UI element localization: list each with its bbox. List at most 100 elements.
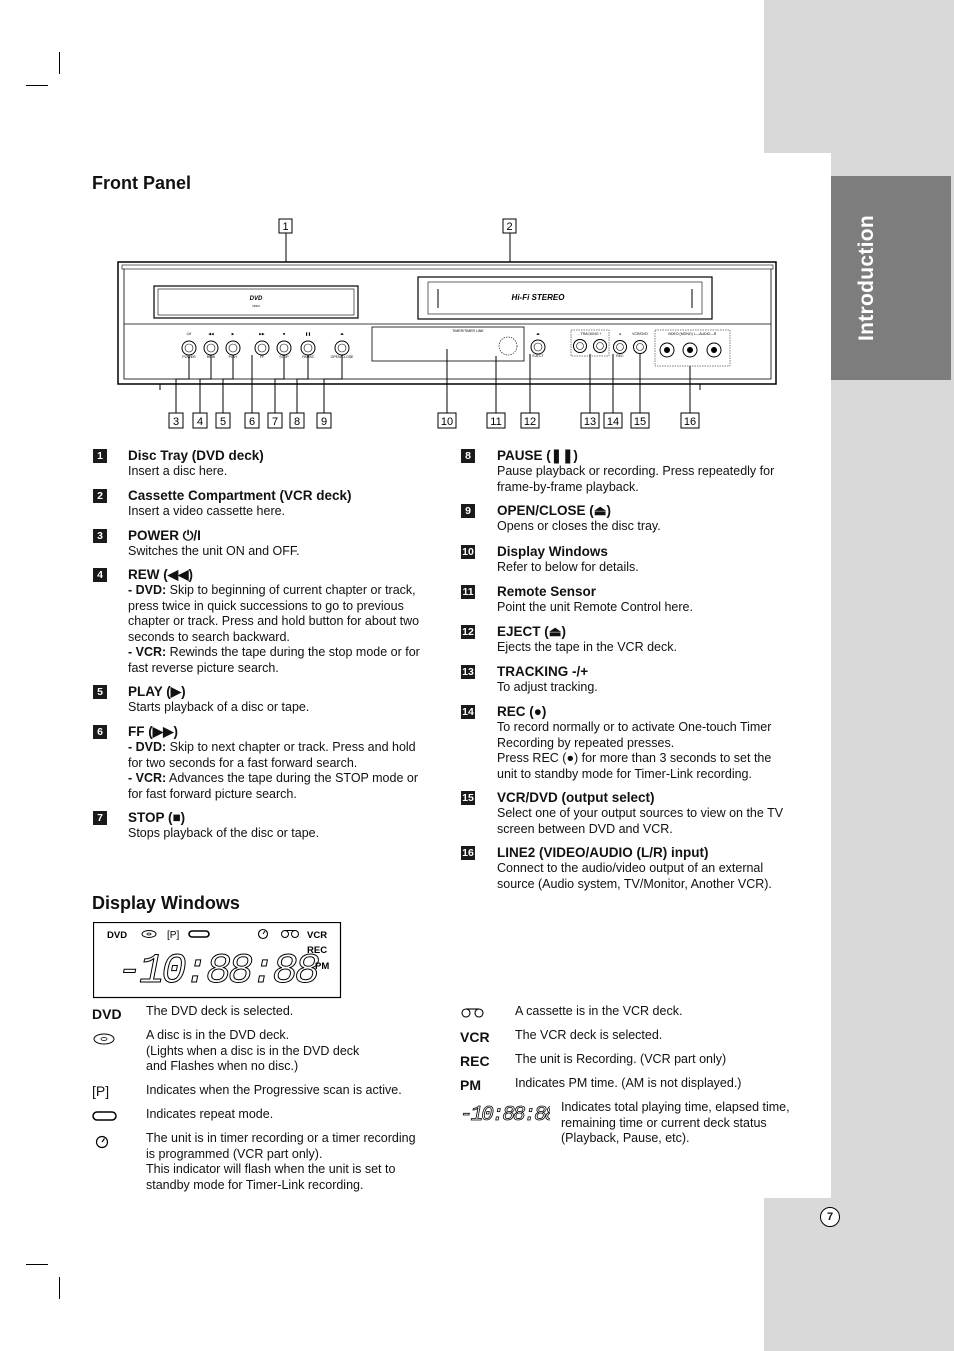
svg-text:16: 16 <box>684 416 696 428</box>
section-tab-label: Introduction <box>855 214 879 342</box>
item-number: 3 <box>93 529 107 543</box>
item-tracking: TRACKING -/+ To adjust tracking. <box>497 664 598 694</box>
legend-text: Indicates when the Progressive scan is a… <box>146 1083 402 1097</box>
svg-text:8: 8 <box>294 416 300 428</box>
svg-text:▶: ▶ <box>232 332 236 336</box>
svg-text:14: 14 <box>607 416 619 428</box>
item-power: POWER ⏻/I Switches the unit ON and OFF. <box>128 528 300 558</box>
page-number: 7 <box>820 1207 840 1227</box>
display-windows-heading: Display Windows <box>92 893 240 913</box>
item-number: 14 <box>461 705 475 719</box>
svg-text:VCR/DVD: VCR/DVD <box>632 332 648 336</box>
item-number: 2 <box>93 489 107 503</box>
legend-text: The VCR deck is selected. <box>515 1028 663 1042</box>
front-panel-heading: Front Panel <box>92 173 192 193</box>
item-remote-sensor: Remote Sensor Point the unit Remote Cont… <box>497 584 693 614</box>
item-rew: REW (◀◀) - DVD: Skip to beginning of cur… <box>128 567 420 675</box>
svg-text:13: 13 <box>584 416 596 428</box>
item-play: PLAY (▶) Starts playback of a disc or ta… <box>128 684 310 714</box>
svg-text:5: 5 <box>220 416 226 428</box>
hifi-stereo-label: Hi-Fi STEREO <box>512 293 566 302</box>
svg-text:●: ● <box>619 332 621 336</box>
item-number: 9 <box>461 504 475 518</box>
legend-label-dvd: DVD <box>92 1006 122 1022</box>
legend-text: Indicates total playing time, elapsed ti… <box>561 1100 790 1145</box>
svg-text:PM: PM <box>315 961 329 972</box>
legend-text: The DVD deck is selected. <box>146 1004 294 1018</box>
svg-text:DVD: DVD <box>107 930 127 941</box>
svg-text:VCR: VCR <box>307 930 327 941</box>
item-rec: REC (●) To record normally or to activat… <box>497 704 772 781</box>
cassette-compartment <box>417 276 713 320</box>
item-open-close: OPEN/CLOSE (⏏) Opens or closes the disc … <box>497 503 661 533</box>
legend-text: Indicates repeat mode. <box>146 1107 274 1121</box>
item-number: 7 <box>93 811 107 825</box>
item-pause: PAUSE (❚❚) Pause playback or recording. … <box>497 448 775 494</box>
svg-text:◀◀: ◀◀ <box>208 332 215 336</box>
svg-text:▶▶: ▶▶ <box>259 332 266 336</box>
item-cassette-compartment: Cassette Compartment (VCR deck) Insert a… <box>128 488 352 518</box>
svg-text:■: ■ <box>283 332 285 336</box>
svg-text:9: 9 <box>321 416 327 428</box>
legend-text: A cassette is in the VCR deck. <box>515 1004 683 1018</box>
disc-tray <box>153 285 359 319</box>
svg-text:- TRACKING +: - TRACKING + <box>578 332 601 336</box>
display-panel: DVD [P] VCR REC PM -10:88:88 <box>93 922 342 999</box>
svg-text:-10:88:88: -10:88:88 <box>460 1104 550 1125</box>
svg-text:❚❚: ❚❚ <box>305 331 311 336</box>
svg-text:EJECT: EJECT <box>532 354 544 358</box>
item-number: 1 <box>93 449 107 463</box>
item-ff: FF (▶▶) - DVD: Skip to next chapter or t… <box>128 724 418 801</box>
legend-text: Indicates PM time. (AM is not displayed.… <box>515 1076 742 1090</box>
section-tab <box>831 176 951 380</box>
svg-text:VIDEO (MONO) L—AUDIO—R: VIDEO (MONO) L—AUDIO—R <box>668 332 717 336</box>
crop-mark <box>59 1277 60 1299</box>
disc-icon <box>93 1033 115 1045</box>
item-vcr-dvd: VCR/DVD (output select) Select one of yo… <box>497 790 784 836</box>
item-number: 16 <box>461 846 475 860</box>
svg-text:4: 4 <box>197 416 203 428</box>
item-number: 10 <box>461 545 475 559</box>
item-stop: STOP (■) Stops playback of the disc or t… <box>128 810 320 840</box>
svg-text:7: 7 <box>272 416 278 428</box>
svg-text:11: 11 <box>490 416 501 428</box>
svg-text:6: 6 <box>249 416 255 428</box>
item-display-windows: Display Windows Refer to below for detai… <box>497 544 639 574</box>
item-line2: LINE2 (VIDEO/AUDIO (L/R) input) Connect … <box>497 845 772 891</box>
svg-text:1: 1 <box>282 221 288 233</box>
legend-label-pm: PM <box>460 1077 481 1093</box>
svg-text:TIMER/TIMER LINK: TIMER/TIMER LINK <box>452 329 484 333</box>
dvd-logo: DVD <box>250 296 263 302</box>
bottom-callouts: 3 4 5 6 7 8 9 10 11 12 13 14 15 16 <box>168 412 700 429</box>
svg-text:12: 12 <box>524 416 536 428</box>
item-number: 15 <box>461 791 475 805</box>
crop-mark <box>59 52 60 74</box>
svg-text:[P]: [P] <box>167 930 179 941</box>
svg-text:3: 3 <box>173 416 179 428</box>
item-number: 8 <box>461 449 475 463</box>
item-number: 13 <box>461 665 475 679</box>
item-number: 6 <box>93 725 107 739</box>
svg-text:VIDEO: VIDEO <box>252 305 260 308</box>
sidebar-band-top <box>764 0 954 153</box>
crop-mark <box>26 1264 48 1265</box>
repeat-icon <box>92 1111 117 1121</box>
svg-text:⏏: ⏏ <box>536 332 540 336</box>
legend-text: The unit is in timer recording or a time… <box>146 1131 416 1192</box>
sidebar-band-bottom <box>764 1198 954 1351</box>
svg-text:FF: FF <box>260 355 264 359</box>
legend-label-progressive: [P] <box>92 1083 110 1099</box>
svg-text:15: 15 <box>634 416 646 428</box>
svg-text:⏻/I: ⏻/I <box>187 332 192 336</box>
svg-text:2: 2 <box>506 221 512 233</box>
item-number: 12 <box>461 625 475 639</box>
remote-sensor <box>498 336 518 356</box>
svg-text:REC: REC <box>616 354 624 358</box>
item-number: 5 <box>93 685 107 699</box>
front-panel-diagram: 1 2 DVD VIDEO Hi-Fi STEREO TIMER/TIMER L… <box>117 218 777 429</box>
timer-icon <box>95 1135 109 1149</box>
item-number: 4 <box>93 568 107 582</box>
display-window <box>371 326 525 362</box>
legend-label-vcr: VCR <box>460 1029 490 1045</box>
legend-label-rec: REC <box>460 1053 490 1069</box>
